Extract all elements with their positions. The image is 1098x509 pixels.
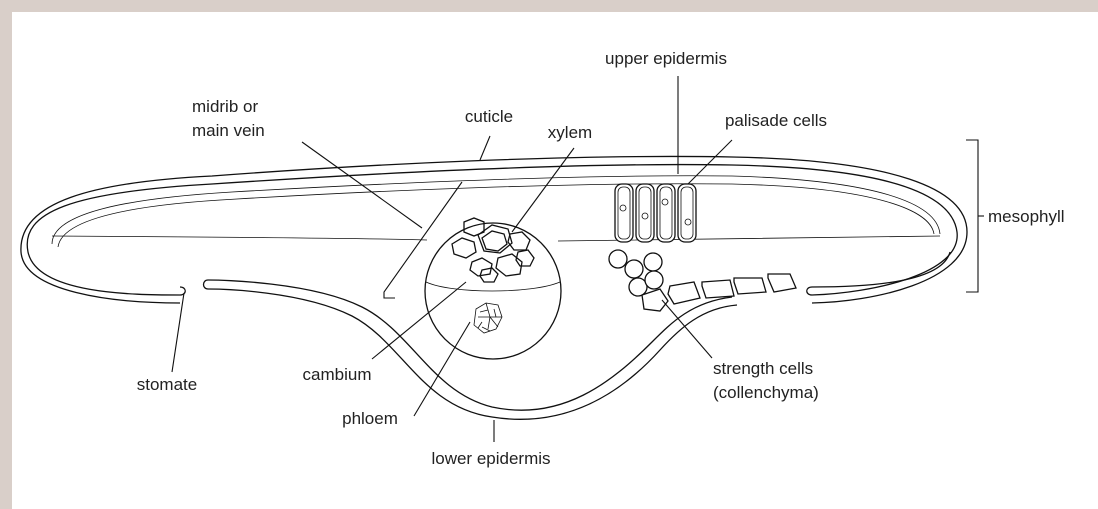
label-strength-cells-line2: (collenchyma)	[713, 383, 819, 402]
leader-strength-cells	[662, 300, 712, 358]
label-xylem: xylem	[548, 123, 592, 142]
diagram-canvas: upper epidermis midrib or main vein cuti…	[12, 12, 1098, 509]
label-cambium: cambium	[303, 365, 372, 384]
label-upper-epidermis: upper epidermis	[605, 49, 727, 68]
mesophyll-bracket	[966, 140, 978, 292]
leader-stomate	[172, 293, 184, 372]
label-phloem: phloem	[342, 409, 398, 428]
palisade-cells-group	[615, 184, 696, 242]
strength-cells-group	[609, 250, 796, 311]
leader-palisade	[688, 140, 732, 184]
label-lower-epidermis: lower epidermis	[431, 449, 550, 468]
leader-cuticle	[480, 136, 490, 160]
label-cuticle: cuticle	[465, 107, 513, 126]
label-midrib-line1: midrib or	[192, 97, 258, 116]
labels: upper epidermis midrib or main vein cuti…	[137, 49, 1065, 468]
label-mesophyll: mesophyll	[988, 207, 1065, 226]
label-midrib-line2: main vein	[192, 121, 265, 140]
leader-xylem	[512, 148, 574, 232]
label-strength-cells-line1: strength cells	[713, 359, 813, 378]
leader-midrib	[302, 142, 422, 228]
leaf-cross-section-diagram: upper epidermis midrib or main vein cuti…	[12, 12, 1098, 509]
label-palisade-cells: palisade cells	[725, 111, 827, 130]
vascular-bundle	[425, 218, 561, 359]
label-stomate: stomate	[137, 375, 197, 394]
